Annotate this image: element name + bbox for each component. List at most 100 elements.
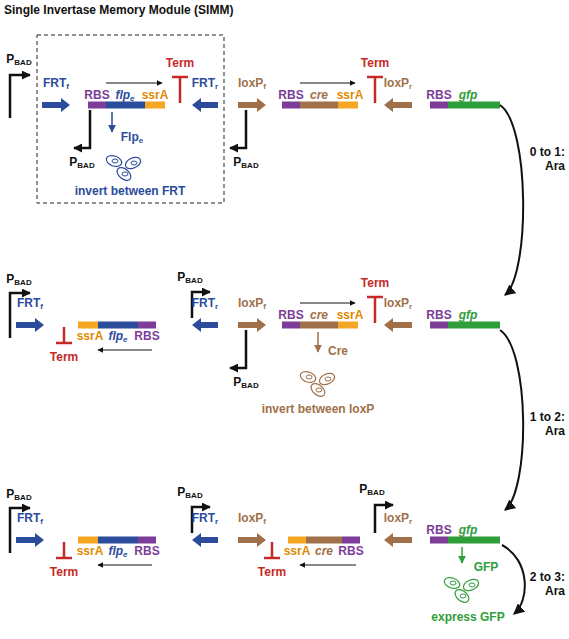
diagram-title: Single Invertase Memory Module (SIMM): [4, 3, 233, 17]
transcription-direction: [98, 565, 152, 566]
part-label: PBAD: [6, 488, 31, 502]
transcription-direction: [300, 303, 355, 304]
part-label: PBAD: [69, 156, 94, 170]
recombination-site: [238, 533, 266, 547]
part-label: flpe: [108, 545, 127, 559]
part-label: RBS: [134, 330, 159, 344]
part-label: invert between FRT: [75, 185, 186, 199]
part-label: loxPf: [238, 297, 266, 311]
gene-part: [98, 322, 138, 329]
recombination-site: [192, 98, 218, 112]
rbs-part: [342, 537, 360, 544]
part-label: invert between loxP: [262, 403, 375, 417]
part-label: FRTr: [192, 512, 218, 526]
terminator-symbol: [367, 297, 383, 323]
state-transition-arrow: [500, 330, 523, 510]
expression-arrow: [111, 112, 113, 132]
promoter-arrow: [10, 75, 30, 118]
degradation-tag: [338, 322, 358, 329]
rbs-part: [430, 322, 448, 329]
rbs-part: [138, 537, 156, 544]
rbs-part: [430, 102, 448, 109]
degradation-tag: [145, 102, 165, 109]
degradation-tag: [78, 537, 98, 544]
part-label: ssrA: [337, 89, 364, 103]
expression-arrow: [317, 332, 319, 352]
part-label: gfp: [459, 89, 478, 103]
part-label: PBAD: [233, 156, 258, 170]
part-label: Term: [258, 566, 286, 580]
terminator-symbol: [56, 327, 72, 343]
part-label: flpe: [115, 89, 134, 103]
part-label: ssrA: [77, 545, 104, 559]
protein-icon: [443, 576, 481, 605]
terminator-symbol: [367, 77, 383, 103]
part-label: FRTf: [17, 297, 43, 311]
gene-part: [106, 102, 145, 109]
part-label: RBS: [426, 524, 451, 538]
transcription-direction: [98, 350, 152, 351]
part-label: Cre: [328, 345, 348, 359]
promoter-arrow: [230, 110, 246, 148]
part-label: GFP: [474, 561, 499, 575]
state-transition-arrow: [502, 545, 525, 614]
gene-part: [300, 102, 338, 109]
recombination-site: [238, 98, 266, 112]
part-label: gfp: [459, 309, 478, 323]
part-label: RBS: [134, 545, 159, 559]
part-label: flpe: [108, 330, 127, 344]
rbs-part: [138, 322, 156, 329]
part-label: cre: [315, 545, 333, 559]
transcription-direction: [300, 83, 355, 84]
part-label: PBAD: [6, 53, 31, 67]
part-label: ssrA: [337, 309, 364, 323]
rbs-part: [282, 322, 300, 329]
promoter-arrow: [74, 110, 90, 148]
terminator-symbol: [172, 77, 188, 103]
part-label: cre: [310, 89, 328, 103]
recombination-site: [16, 533, 44, 547]
recombination-site: [384, 533, 412, 547]
part-label: PBAD: [177, 271, 202, 285]
part-label: loxPf: [238, 512, 266, 526]
part-label: PBAD: [359, 483, 384, 497]
transcription-direction: [300, 565, 356, 566]
gene-part: [448, 102, 500, 109]
part-label: RBS: [278, 309, 303, 323]
part-label: loxPr: [384, 512, 412, 526]
rbs-part: [282, 102, 300, 109]
part-label: FRTf: [43, 77, 69, 91]
gene-part: [306, 537, 342, 544]
part-label: RBS: [426, 309, 451, 323]
part-label: RBS: [426, 89, 451, 103]
expression-arrow: [461, 547, 463, 563]
part-label: Term: [361, 277, 389, 291]
gene-part: [300, 322, 338, 329]
part-label: FRTf: [17, 512, 43, 526]
recombination-site: [16, 318, 44, 332]
transition-label: 2 to 3: Ara: [519, 571, 565, 599]
transcription-direction: [106, 83, 162, 84]
part-label: RBS: [338, 545, 363, 559]
gene-part: [98, 537, 138, 544]
rbs-part: [430, 537, 448, 544]
part-label: ssrA: [77, 330, 104, 344]
recombination-site: [192, 533, 218, 547]
part-label: Term: [50, 351, 78, 365]
recombination-site: [238, 318, 266, 332]
part-label: PBAD: [233, 376, 258, 390]
gene-part: [448, 322, 500, 329]
recombination-site: [192, 318, 218, 332]
protein-icon: [299, 370, 337, 399]
part-label: Term: [361, 57, 389, 71]
part-label: FRTr: [192, 297, 218, 311]
part-label: cre: [310, 309, 328, 323]
part-label: loxPf: [238, 77, 266, 91]
terminator-symbol: [264, 542, 280, 558]
part-label: PBAD: [6, 273, 31, 287]
part-label: FRTr: [192, 77, 218, 91]
degradation-tag: [288, 537, 306, 544]
part-label: PBAD: [177, 486, 202, 500]
terminator-symbol: [56, 542, 72, 558]
